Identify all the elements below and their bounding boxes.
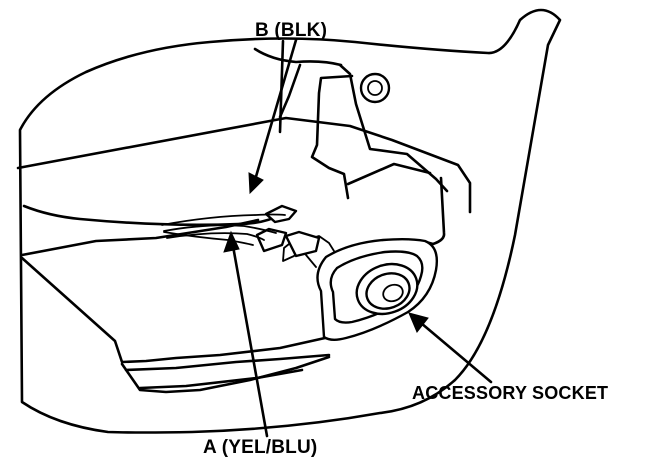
wire-3 bbox=[166, 232, 265, 241]
pocket-side-3 bbox=[310, 74, 354, 200]
pocket-side-1 bbox=[278, 63, 302, 119]
wire-1 bbox=[161, 213, 286, 226]
callout-socket-arrowhead bbox=[408, 312, 429, 333]
inner-step-bottom bbox=[20, 256, 327, 364]
pocket-side-2 bbox=[338, 63, 449, 193]
label-b: B (BLK) bbox=[255, 20, 328, 41]
console-outline bbox=[18, 8, 562, 434]
callout-a-arrowhead bbox=[223, 230, 240, 253]
bottom-front-lip bbox=[124, 353, 331, 372]
callout-a-leader bbox=[231, 244, 269, 438]
upper-tray-edge bbox=[16, 116, 472, 214]
wire-2 bbox=[163, 224, 277, 234]
callout-b-arrowhead bbox=[248, 172, 264, 195]
pocket-floor bbox=[346, 162, 432, 186]
knob-inner bbox=[367, 80, 383, 96]
knob-outer bbox=[359, 72, 391, 104]
bottom-front-lip-2 bbox=[120, 355, 331, 394]
pocket-right-edge bbox=[424, 176, 446, 246]
socket-cap-center bbox=[382, 283, 404, 303]
label-a: A (YEL/BLU) bbox=[203, 437, 318, 458]
pocket-left-wall bbox=[253, 47, 343, 67]
callout-b-stem bbox=[278, 39, 285, 134]
callout-socket-leader bbox=[419, 321, 493, 384]
connector-socket bbox=[284, 230, 321, 258]
label-accessory-socket: ACCESSORY SOCKET bbox=[412, 383, 609, 403]
bottom-front-lip-3 bbox=[138, 368, 304, 390]
callout-b-leader bbox=[253, 38, 298, 182]
